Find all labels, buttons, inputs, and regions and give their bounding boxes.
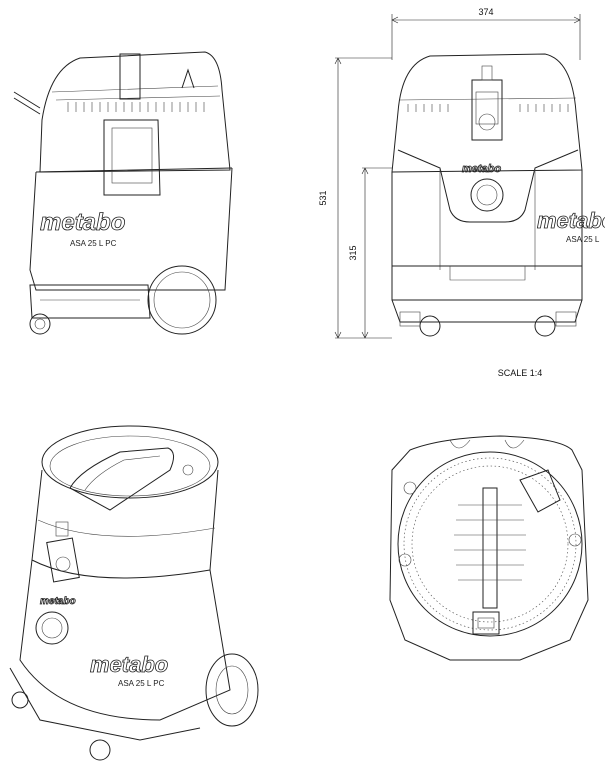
side-wheel xyxy=(147,265,217,335)
front-brand-logo: metabo xyxy=(537,208,605,233)
side-model-label: ASA 25 L PC xyxy=(70,239,117,248)
top-filter-disc xyxy=(397,451,583,637)
front-model-label: ASA 25 L xyxy=(566,235,600,244)
perspective-view: metabo metabo ASA 25 L PC xyxy=(9,425,259,761)
scale-label: SCALE 1:4 xyxy=(498,368,543,378)
power-socket xyxy=(471,79,503,141)
side-view: metabo ASA 25 L PC xyxy=(13,51,233,335)
width-dimension-label: 374 xyxy=(478,7,493,17)
side-brand-logo: metabo xyxy=(40,209,125,236)
height-partial-dimension-label: 315 xyxy=(348,245,358,260)
hose-inlet xyxy=(470,178,504,212)
height-total-dimension-label: 531 xyxy=(318,190,328,205)
top-view xyxy=(389,435,589,661)
front-view: 374 531 315 metabo metabo ASA 25 L xyxy=(318,7,605,339)
perspective-brand-logo: metabo xyxy=(90,652,168,677)
front-top-brand-logo: metabo xyxy=(462,163,501,175)
perspective-top-brand-logo: metabo xyxy=(40,596,76,607)
perspective-model-label: ASA 25 L PC xyxy=(118,679,165,688)
